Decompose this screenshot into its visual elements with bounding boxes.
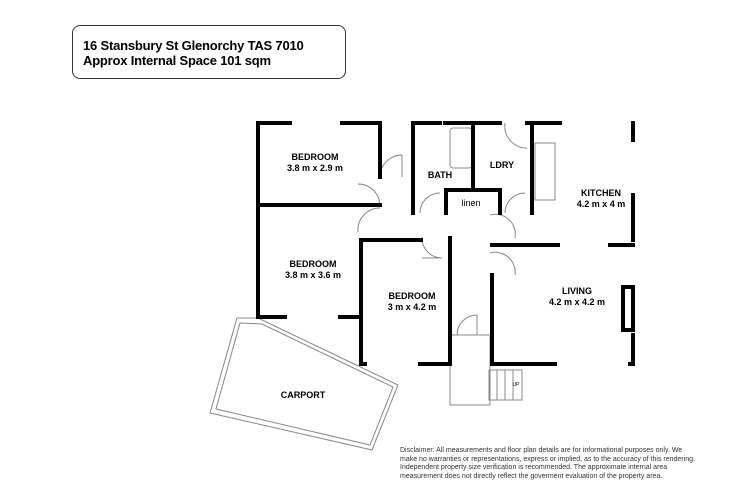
address: 16 Stansbury St Glenorchy TAS 7010 xyxy=(83,38,304,53)
carport-label: CARPORT xyxy=(280,390,326,400)
carport-outline xyxy=(209,317,399,451)
room-name: LIVING xyxy=(561,286,593,296)
room-size: 3 m x 4.2 m xyxy=(387,302,437,312)
carport-inner xyxy=(215,322,394,446)
walls xyxy=(256,121,635,366)
linen-label: linen xyxy=(461,198,481,208)
room-name: KITCHEN xyxy=(581,188,621,198)
kitchen-bench xyxy=(534,142,556,201)
laundry-label: LDRY xyxy=(489,160,515,170)
fireplace-label: F xyxy=(620,306,626,315)
room-name: BEDROOM xyxy=(388,291,436,301)
entry-landing xyxy=(449,334,491,406)
room-name: BEDROOM xyxy=(289,259,337,269)
room-size: 4.2 m x 4 m xyxy=(576,199,626,209)
bath-label: BATH xyxy=(427,170,453,180)
door-swing xyxy=(379,154,403,178)
light-lines xyxy=(209,122,556,451)
room-size: 3.8 m x 2.9 m xyxy=(286,163,344,173)
room-name: BEDROOM xyxy=(291,152,339,162)
room-size: 3.8 m x 3.6 m xyxy=(284,270,342,280)
internal-area: Approx Internal Space 101 sqm xyxy=(83,53,271,68)
bathtub xyxy=(449,127,473,169)
title-box: 16 Stansbury St Glenorchy TAS 7010 Appro… xyxy=(72,25,346,79)
room-size: 4.2 m x 4.2 m xyxy=(548,297,606,307)
disclaimer: Disclaimer: All measurements and floor p… xyxy=(400,447,695,480)
stairs-up-label: UP xyxy=(512,382,520,388)
